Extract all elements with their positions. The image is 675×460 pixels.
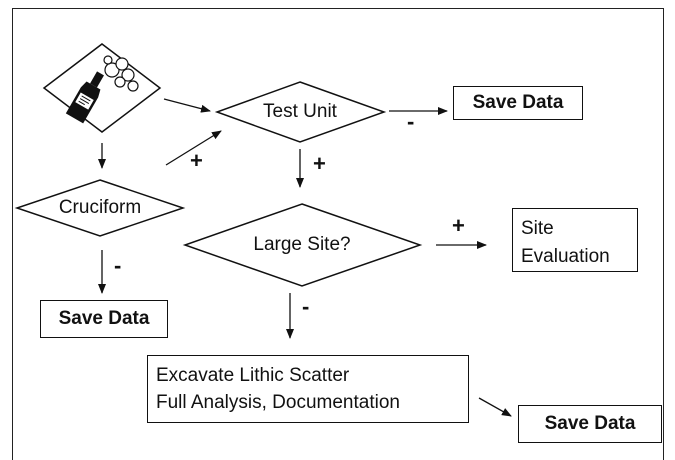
save-data-box-left: Save Data [40,300,168,338]
edge-label-test-unit-to-save: - [407,109,415,134]
edge-label-large-site-to-excavate: - [302,294,310,319]
test-unit-label: Test Unit [263,101,337,122]
save-data-label: Save Data [544,413,636,434]
arrow-start-to-test-unit [163,98,211,113]
arrow-excavate-to-save [478,397,512,417]
arrow-cruciform-to-test-unit [165,130,222,166]
edge-label-cruciform-to-save: - [114,253,122,278]
edge-label-test-unit-to-large-site: + [313,151,326,176]
save-data-box-top: Save Data [453,86,583,120]
excavate-line-2: Full Analysis, Documentation [156,392,400,413]
start-diamond [42,43,162,133]
cruciform-label: Cruciform [58,197,142,218]
edge-label-cruciform-to-test-unit: + [190,148,203,173]
champagne-bottle-icon [65,55,139,124]
save-data-label: Save Data [472,92,564,113]
cruciform-diamond [14,179,186,237]
edge-label-large-site-to-evaluation: + [452,213,465,238]
excavate-box: Excavate Lithic Scatter Full Analysis, D… [147,355,469,423]
start-node [42,43,162,133]
diagram-frame [12,8,664,460]
excavate-line-1: Excavate Lithic Scatter [156,365,350,386]
large-site-label: Large Site? [253,234,351,255]
test-unit-diamond [214,81,387,143]
large-site-diamond [182,203,423,287]
save-data-label: Save Data [58,308,150,329]
site-evaluation-box: Site Evaluation [512,208,638,272]
site-evaluation-line-2: Evaluation [521,246,610,267]
site-evaluation-line-1: Site [521,218,554,239]
save-data-box-bottom: Save Data [518,405,662,443]
